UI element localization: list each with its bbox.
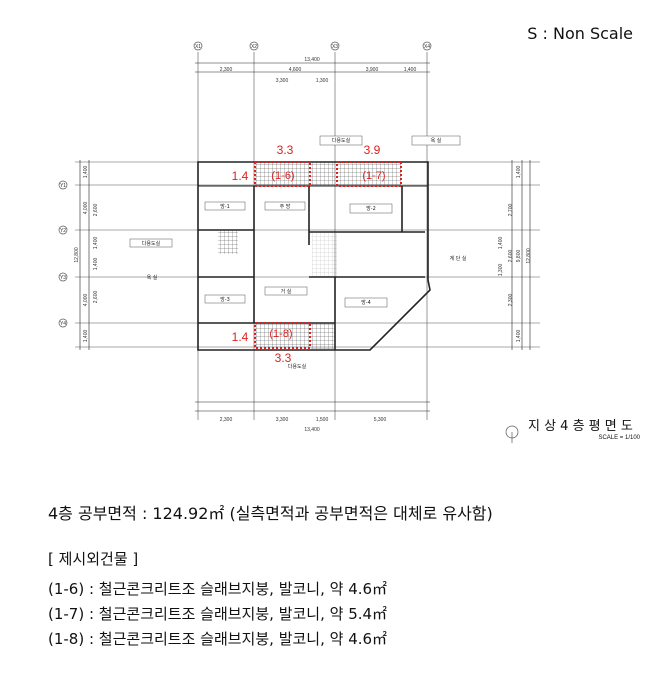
floor-plan: X1 X2 X3 X4 Y1 Y2 Y3 Y4 13,400 2,300 4,6…	[58, 41, 641, 443]
dim-label: 1,400	[516, 330, 522, 343]
dim-label: 1,300	[316, 78, 329, 84]
room-label: 다용도실	[288, 363, 307, 370]
room-label: 방-1	[220, 203, 230, 210]
dim-label: 2,600	[508, 250, 514, 263]
stair-hatch	[312, 232, 337, 277]
utility-room-tile	[218, 230, 238, 254]
balcony-width: 3.3	[277, 143, 294, 157]
plan-scale: SCALE = 1/100	[598, 435, 640, 441]
plan-title-block: 지 상 4 층 평 면 도 SCALE = 1/100	[505, 419, 641, 443]
dim-label: 2,300	[508, 294, 514, 307]
balcony-id: (1-6)	[271, 170, 294, 182]
plan-title: 지 상 4 층 평 면 도	[528, 419, 633, 434]
dim-label: 3,300	[276, 417, 289, 423]
room-label: 다용도실	[332, 137, 351, 144]
dim-label: 13,400	[304, 57, 320, 63]
area-summary: 4층 공부면적 : 124.92㎡ (실측면적과 공부면적은 대체로 유사함)	[48, 504, 493, 523]
dim-label: 3,900	[366, 67, 379, 73]
dim-label: 2,700	[508, 204, 514, 217]
grid-label: Y3	[60, 275, 66, 281]
room-label: 계 단 실	[450, 255, 467, 262]
grid-label: X2	[251, 44, 257, 50]
dim-label: 1,500	[316, 417, 329, 423]
balcony-depth: 1.4	[232, 330, 249, 344]
extra-buildings-heading: [ 제시외건물 ]	[48, 550, 139, 568]
grid-label: X4	[424, 44, 430, 50]
utility-room-tile	[311, 323, 335, 349]
balcony-highlights	[254, 161, 402, 349]
dim-label: 2,300	[220, 417, 233, 423]
dim-label: 13,400	[304, 427, 320, 433]
dim-label: 2,300	[220, 67, 233, 73]
dim-label: 4,600	[289, 67, 302, 73]
room-label: 방-4	[361, 299, 371, 306]
balcony-id: (1-7)	[362, 170, 385, 182]
dim-label: 2,600	[93, 204, 99, 217]
dim-label: 1,400	[93, 258, 99, 271]
room-label: 방-3	[220, 296, 230, 303]
grid-label: Y2	[60, 228, 66, 234]
dim-label: 3,300	[276, 78, 289, 84]
room-label: 주 방	[280, 203, 291, 210]
dim-label: 1,400	[93, 237, 99, 250]
dim-label: 1,400	[404, 67, 417, 73]
room-label: 다용도실	[142, 240, 161, 247]
dim-label: 1,400	[83, 330, 89, 343]
balcony-depth: 1.4	[232, 169, 249, 183]
grid-label: Y1	[60, 183, 66, 189]
dim-label: 1,400	[498, 237, 504, 250]
utility-room-tile	[310, 162, 335, 186]
grid-label: X1	[195, 44, 201, 50]
balcony-width: 3.9	[364, 143, 381, 157]
extra-building-item: (1-8) : 철근콘크리트조 슬래브지붕, 발코니, 약 4.6㎡	[48, 630, 388, 648]
balcony-width: 3.3	[275, 351, 292, 365]
dim-label: 2,600	[93, 291, 99, 304]
dim-label: 4,000	[83, 294, 89, 307]
grid-lines	[75, 52, 540, 420]
room-label: 욕 실	[147, 274, 158, 281]
dim-label: 4,000	[83, 202, 89, 215]
dim-label: 5,300	[374, 417, 387, 423]
dim-label: 9,800	[516, 250, 522, 263]
grid-label: X3	[332, 44, 338, 50]
dim-label: 1,300	[498, 264, 504, 277]
dim-label: 1,400	[83, 166, 89, 179]
grid-label: Y4	[60, 321, 66, 327]
extra-building-item: (1-7) : 철근콘크리트조 슬래브지붕, 발코니, 약 5.4㎡	[48, 605, 388, 623]
dim-label: 12,800	[526, 248, 532, 264]
dim-label: 12,800	[74, 247, 80, 263]
room-label: 욕 실	[431, 137, 442, 144]
room-label: 거 실	[281, 288, 292, 295]
balcony-id: (1-8)	[269, 328, 292, 340]
dim-label: 1,400	[516, 166, 522, 179]
extra-building-item: (1-6) : 철근콘크리트조 슬래브지붕, 발코니, 약 4.6㎡	[48, 580, 388, 598]
room-label: 방-2	[366, 205, 376, 212]
scale-note: S : Non Scale	[527, 24, 633, 43]
